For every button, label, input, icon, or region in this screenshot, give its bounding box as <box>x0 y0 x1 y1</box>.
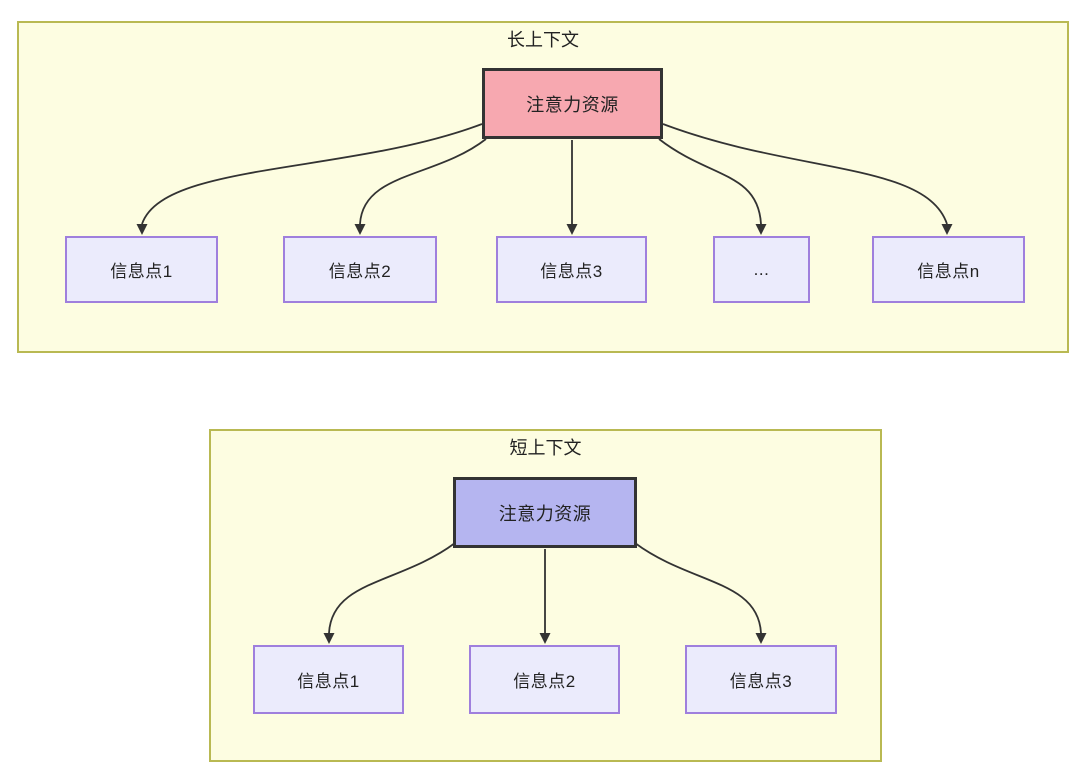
short-attention-node: 注意力资源 <box>453 477 637 548</box>
long-info-node-n: 信息点n <box>872 236 1025 303</box>
short-info-node-2: 信息点2 <box>469 645 620 714</box>
long-info-node-2: 信息点2 <box>283 236 437 303</box>
long-info-node-1: 信息点1 <box>65 236 218 303</box>
long-info-node-ellipsis: ... <box>713 236 810 303</box>
short-context-title: 短上下文 <box>509 438 582 458</box>
short-info-node-1: 信息点1 <box>253 645 404 714</box>
long-context-title: 长上下文 <box>507 30 579 50</box>
long-attention-node: 注意力资源 <box>482 68 663 139</box>
long-info-node-3: 信息点3 <box>496 236 647 303</box>
short-info-node-3: 信息点3 <box>685 645 837 714</box>
